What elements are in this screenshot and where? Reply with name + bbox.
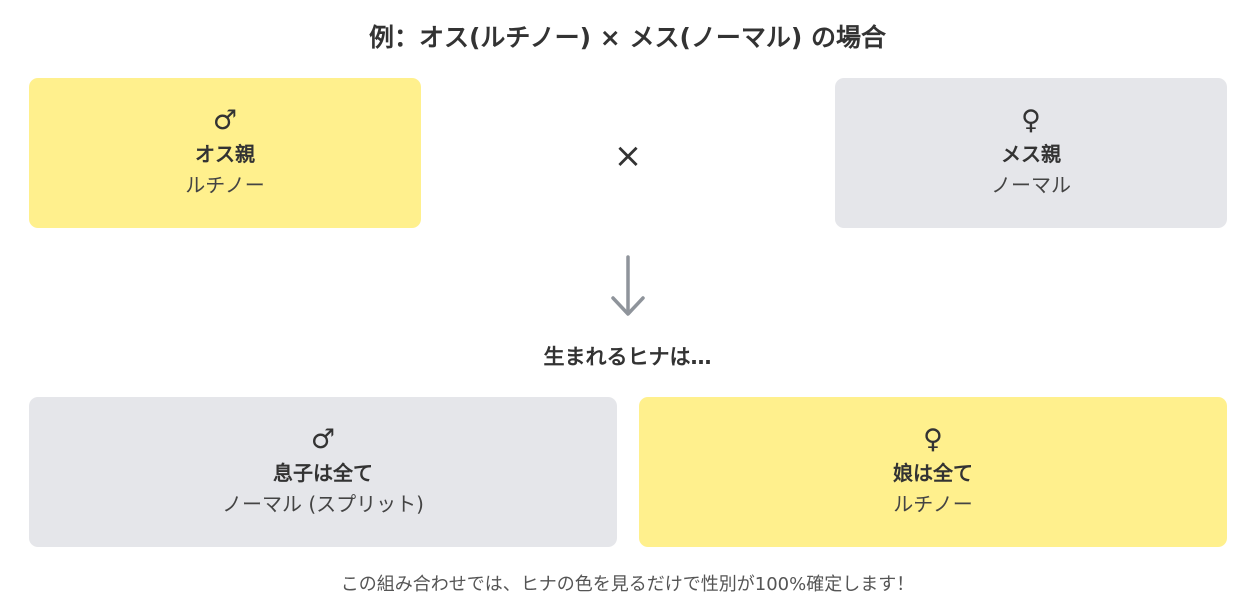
down-arrow-icon bbox=[611, 255, 645, 316]
diagram-title: 例：オス(ルチノー) × メス(ノーマル) の場合 bbox=[368, 23, 886, 52]
female-parent-value: ノーマル bbox=[991, 173, 1071, 197]
son-result-card: ♂ 息子は全て ノーマル (スプリット) bbox=[29, 397, 617, 547]
daughter-value: ルチノー bbox=[893, 492, 973, 516]
male-symbol-icon: ♂ bbox=[310, 424, 336, 455]
daughter-result-card: ♀ 娘は全て ルチノー bbox=[639, 397, 1227, 547]
male-parent-card: ♂ オス親 ルチノー bbox=[29, 78, 421, 228]
male-parent-label: オス親 bbox=[195, 142, 255, 166]
male-parent-value: ルチノー bbox=[185, 173, 265, 197]
daughter-label: 娘は全て bbox=[893, 461, 973, 485]
female-parent-card: ♀ メス親 ノーマル bbox=[835, 78, 1227, 228]
son-value: ノーマル (スプリット) bbox=[222, 492, 424, 516]
result-heading: 生まれるヒナは… bbox=[543, 345, 712, 369]
son-label: 息子は全て bbox=[273, 461, 373, 485]
cross-icon: × bbox=[613, 136, 643, 176]
footnote: この組み合わせでは、ヒナの色を見るだけで性別が100%確定します！ bbox=[340, 574, 915, 595]
male-symbol-icon: ♂ bbox=[212, 105, 238, 136]
female-symbol-icon: ♀ bbox=[923, 424, 943, 455]
female-symbol-icon: ♀ bbox=[1021, 105, 1041, 136]
female-parent-label: メス親 bbox=[1001, 142, 1061, 166]
